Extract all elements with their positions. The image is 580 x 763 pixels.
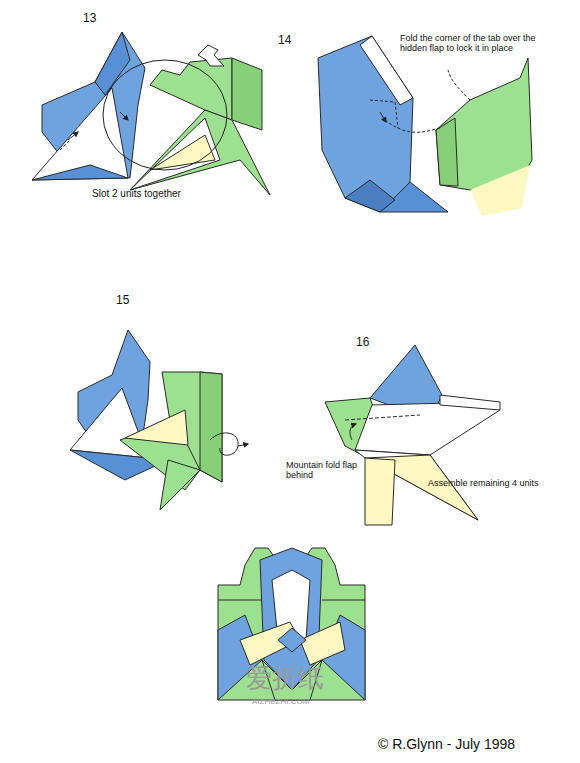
step-number: 14 <box>278 34 291 48</box>
step-number: 15 <box>116 294 129 308</box>
step-16-figure <box>325 345 500 525</box>
step-14-figure <box>318 36 532 216</box>
instruction-note: Fold the corner of the tab over the hidd… <box>400 33 550 54</box>
copyright-notice: © R.Glynn - July 1998 <box>378 736 515 752</box>
step-13-figure <box>32 32 270 195</box>
final-model-figure <box>218 548 365 700</box>
instruction-note: Slot 2 units together <box>92 188 181 200</box>
instruction-note: Assemble remaining 4 units <box>428 478 539 488</box>
instruction-note: Mountain fold flap behind <box>286 460 366 481</box>
watermark: 爱折纸 <box>246 664 324 694</box>
step-number: 16 <box>356 336 369 350</box>
step-15-figure <box>70 330 248 510</box>
watermark: AIZHEZHI.COM <box>252 697 309 706</box>
step-number: 13 <box>83 12 96 26</box>
